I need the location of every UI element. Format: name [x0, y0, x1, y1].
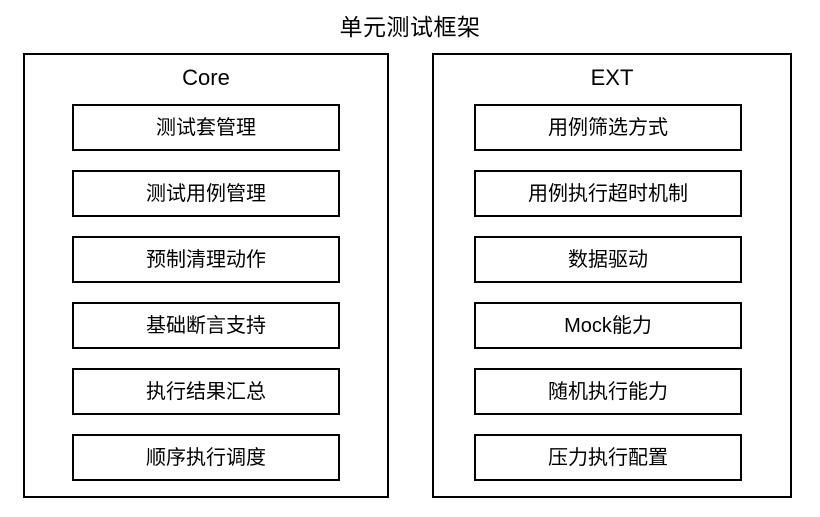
core-item-label-6: 顺序执行调度 [146, 446, 266, 469]
ext-item-label-6: 压力执行配置 [548, 446, 668, 469]
ext-item-label-1: 用例筛选方式 [548, 116, 668, 139]
ext-item-label-5: 随机执行能力 [548, 380, 668, 403]
ext-item-label-4: Mock能力 [564, 314, 652, 337]
core-item-box-1: 测试套管理 [72, 104, 340, 151]
ext-item-box-4: Mock能力 [474, 302, 742, 349]
core-item-label-5: 执行结果汇总 [146, 380, 266, 403]
ext-item-box-3: 数据驱动 [474, 236, 742, 283]
core-item-label-3: 预制清理动作 [146, 248, 266, 271]
column-ext-item-list: 用例筛选方式 用例执行超时机制 数据驱动 Mock能力 随机执行能力 压力执行配… [474, 104, 742, 481]
ext-item-label-3: 数据驱动 [568, 248, 648, 271]
ext-item-box-6: 压力执行配置 [474, 434, 742, 481]
ext-item-box-1: 用例筛选方式 [474, 104, 742, 151]
core-item-box-4: 基础断言支持 [72, 302, 340, 349]
core-item-box-2: 测试用例管理 [72, 170, 340, 217]
column-core-item-list: 测试套管理 测试用例管理 预制清理动作 基础断言支持 执行结果汇总 顺序执行调度 [72, 104, 340, 481]
column-ext-title: EXT [590, 65, 634, 90]
column-core-title: Core [182, 65, 230, 90]
core-item-label-1: 测试套管理 [156, 116, 256, 139]
core-item-label-2: 测试用例管理 [146, 182, 266, 205]
core-item-box-5: 执行结果汇总 [72, 368, 340, 415]
ext-item-box-5: 随机执行能力 [474, 368, 742, 415]
ext-item-box-2: 用例执行超时机制 [474, 170, 742, 217]
core-item-box-6: 顺序执行调度 [72, 434, 340, 481]
diagram-title: 单元测试框架 [339, 14, 481, 40]
ext-item-label-2: 用例执行超时机制 [528, 182, 688, 205]
column-ext: EXT 用例筛选方式 用例执行超时机制 数据驱动 Mock能力 随机执行能力 压… [432, 53, 792, 498]
column-core: Core 测试套管理 测试用例管理 预制清理动作 基础断言支持 执行结果汇总 顺… [23, 53, 389, 498]
core-item-label-4: 基础断言支持 [146, 314, 266, 337]
core-item-box-3: 预制清理动作 [72, 236, 340, 283]
